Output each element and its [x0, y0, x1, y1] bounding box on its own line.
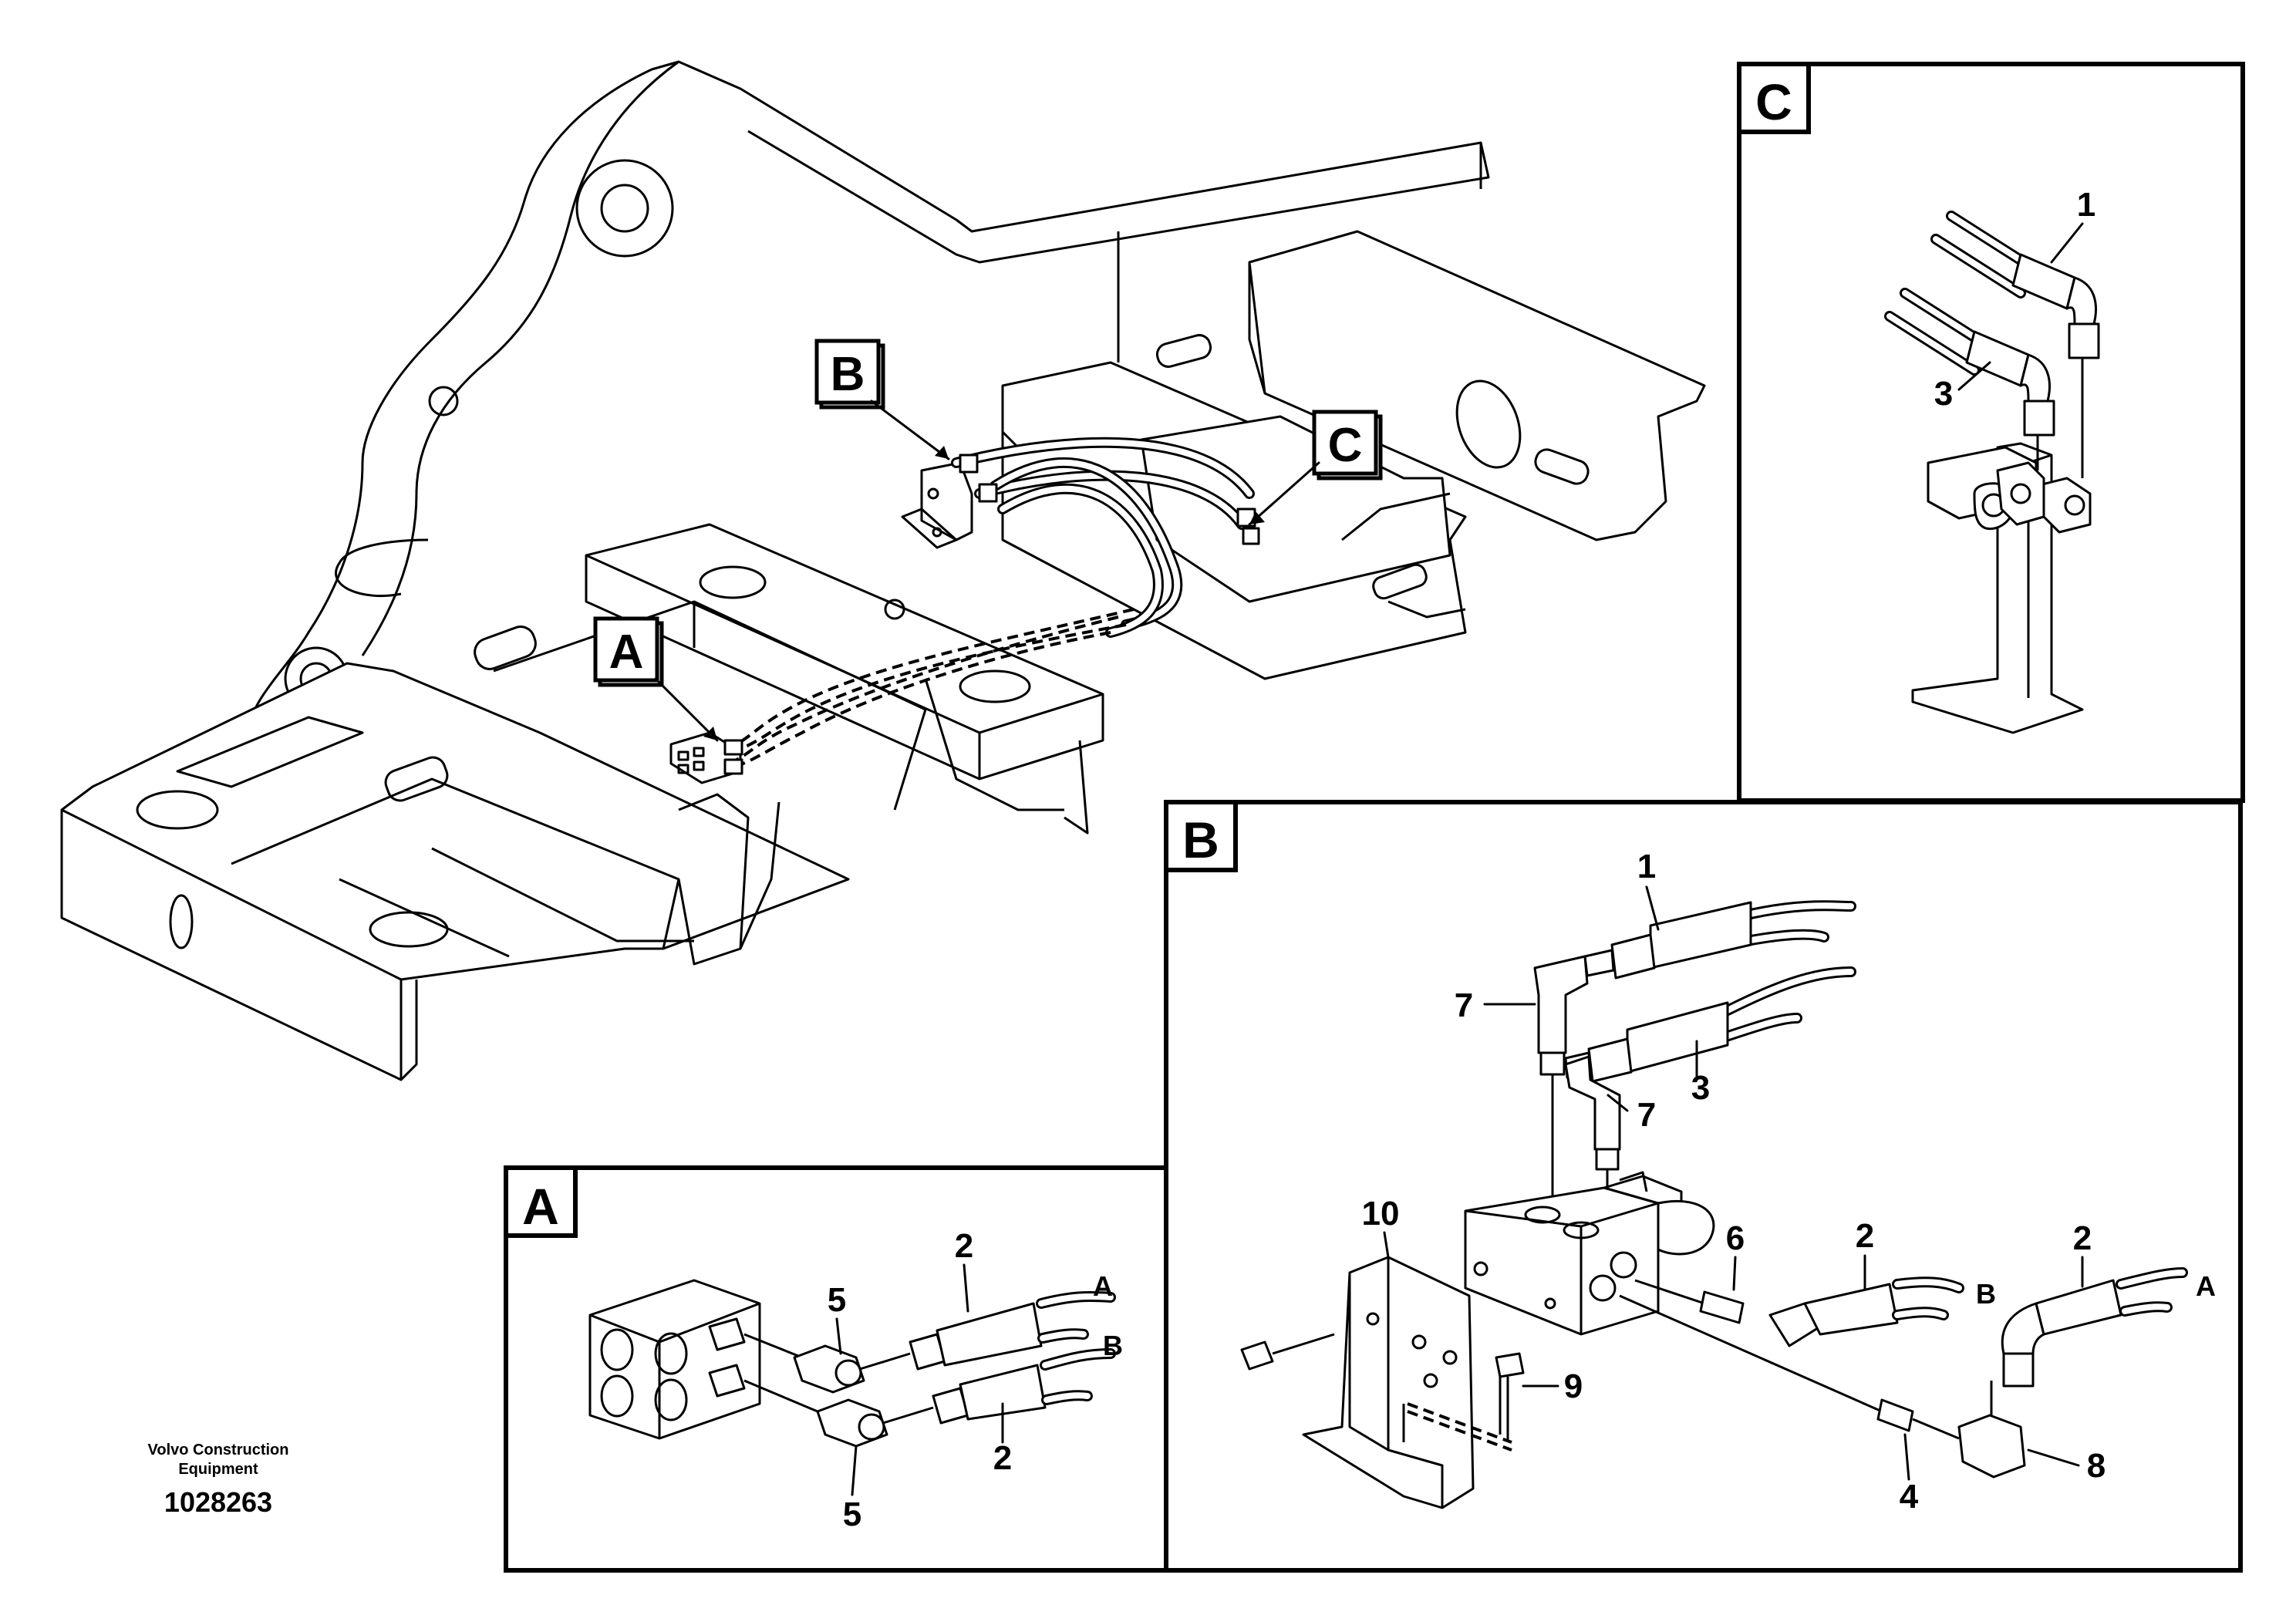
- panel-c-part-3: 3: [1934, 375, 1953, 413]
- publisher-line-1: Volvo Construction: [148, 1442, 289, 1458]
- overview-assembly: A B C: [60, 60, 1706, 1081]
- overview-callout-b-label: B: [831, 348, 865, 401]
- panel-a-part-2-bottom: 2: [993, 1439, 1012, 1477]
- left-lower-frame: [60, 662, 850, 1081]
- panel-b-part-9: 9: [1564, 1367, 1583, 1405]
- drawing-number: 1028263: [164, 1486, 272, 1518]
- panel-c-part-1: 1: [2077, 186, 2095, 224]
- detail-panel-a: A 2 5: [504, 1165, 1168, 1573]
- panel-b-part-6: 6: [1726, 1219, 1745, 1257]
- panel-c-title: C: [1755, 73, 1792, 130]
- overview-callout-c: C: [1248, 410, 1383, 526]
- overview-valve-bracket-b: [901, 461, 973, 549]
- panel-b-part-2-b: 2: [1856, 1217, 1874, 1255]
- overview-callout-c-label: C: [1328, 419, 1363, 472]
- panel-b-part-3: 3: [1691, 1069, 1710, 1107]
- panel-b-part-1: 1: [1637, 848, 1656, 885]
- panel-b-port-b: B: [1976, 1278, 1996, 1310]
- panel-b-title: B: [1182, 811, 1219, 868]
- panel-b-part-7-left: 7: [1455, 986, 1473, 1024]
- panel-b-part-10: 10: [1362, 1195, 1400, 1233]
- panel-a-title: A: [522, 1178, 559, 1235]
- overview-callout-a-label: A: [609, 626, 644, 679]
- overview-callout-a: A: [593, 616, 719, 742]
- detail-panel-c: C 1 3: [1737, 62, 2245, 803]
- panel-b-part-2-a: 2: [2073, 1219, 2092, 1257]
- panel-b-part-8: 8: [2087, 1447, 2106, 1485]
- overview-hoses: [723, 437, 1260, 775]
- panel-b-part-7-right: 7: [1637, 1096, 1656, 1134]
- panel-b-port-a: A: [2196, 1270, 2216, 1302]
- detail-panel-b: B: [1164, 800, 2243, 1573]
- panel-a-part-5-bottom: 5: [843, 1496, 861, 1533]
- publisher-line-2: Equipment: [178, 1461, 258, 1478]
- right-side-plate: [1155, 230, 1706, 541]
- publisher-block: Volvo Construction Equipment 1028263: [148, 1442, 289, 1518]
- panel-a-part-2-top: 2: [955, 1227, 973, 1265]
- panel-a-port-b: B: [1103, 1330, 1123, 1361]
- overview-callout-b: B: [814, 339, 950, 460]
- panel-a-port-a: A: [1093, 1270, 1113, 1302]
- panel-b-part-4: 4: [1900, 1478, 1919, 1516]
- panel-a-part-5-top: 5: [828, 1281, 846, 1319]
